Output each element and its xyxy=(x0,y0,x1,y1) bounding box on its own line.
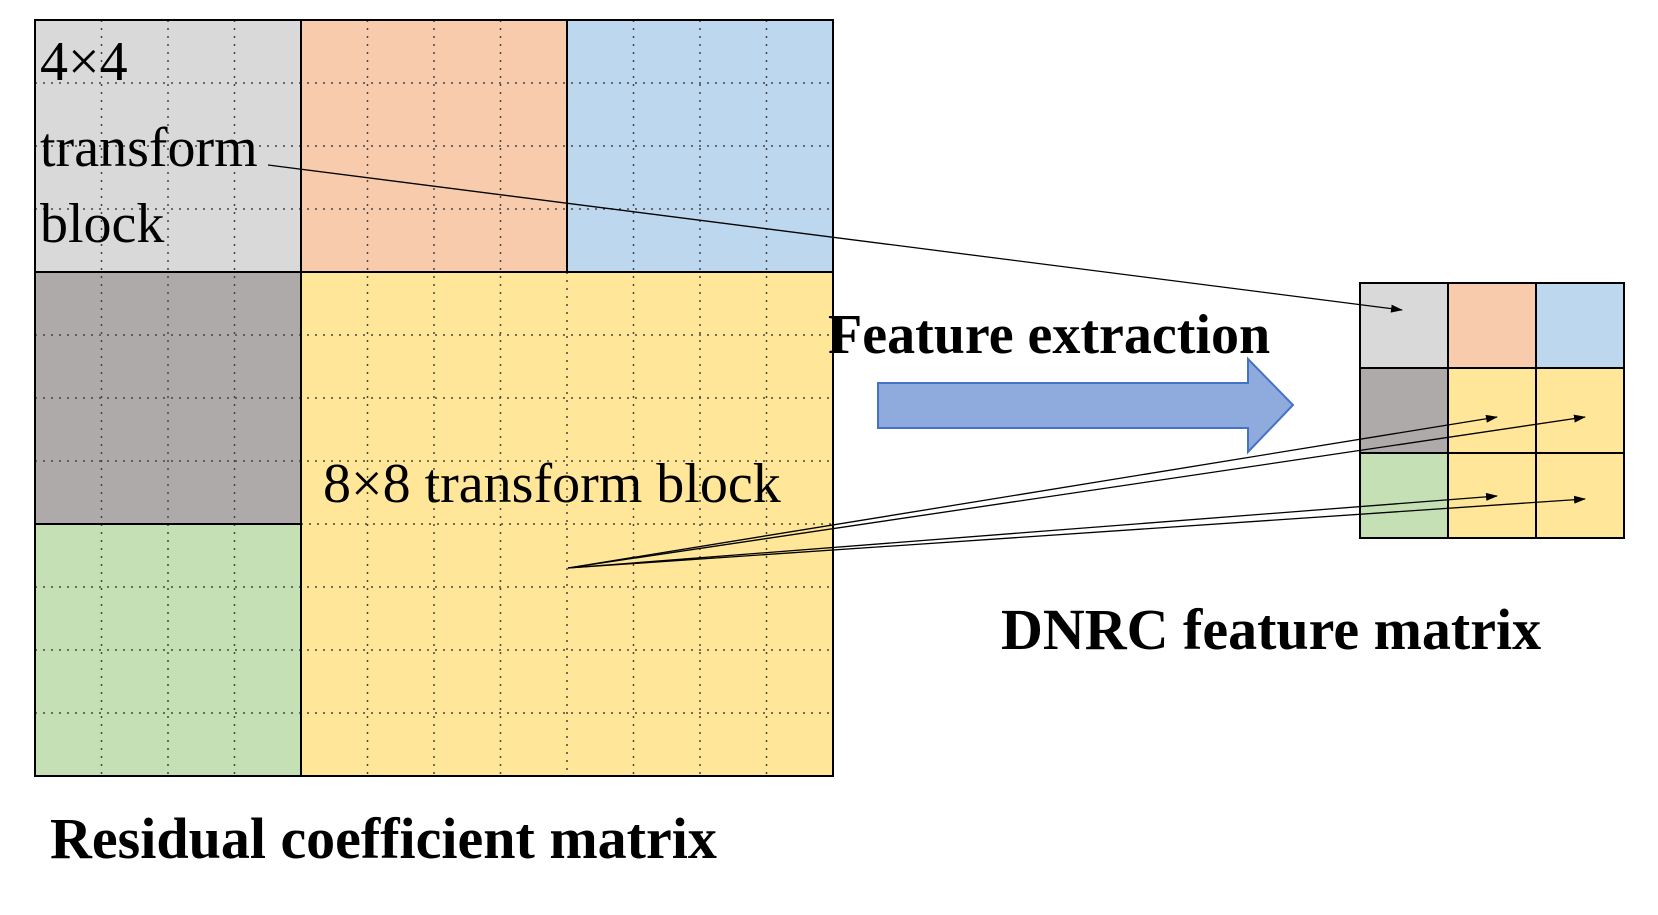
feature-cell-3-2 xyxy=(1448,453,1536,538)
feature-cell-1-2 xyxy=(1448,283,1536,368)
block-4x4-middle-left xyxy=(35,272,301,524)
mapping-arrow-8x8-c xyxy=(567,492,1498,569)
feature-cell-2-3 xyxy=(1536,368,1624,453)
feature-cell-3-1 xyxy=(1360,453,1448,538)
mapping-arrow-8x8-a xyxy=(567,414,1498,569)
feature-cell-2-2 xyxy=(1448,368,1536,453)
mapping-arrow-4x4 xyxy=(267,164,1403,313)
block-8x8-label: 8×8 transform block xyxy=(323,453,781,515)
block-arrow-icon xyxy=(877,356,1295,455)
feature-extraction-label: Feature extraction xyxy=(828,304,1270,366)
block-4x4-label-line-2: transform xyxy=(40,117,258,179)
feature-cell-2-1 xyxy=(1360,368,1448,453)
mapping-arrow-8x8-b xyxy=(567,414,1586,569)
block-4x4-label-line-3: block xyxy=(40,193,164,255)
dnrc-feature-matrix: DNRC feature matrix xyxy=(1001,282,1625,662)
feature-cell-1-3 xyxy=(1536,283,1624,368)
block-borders xyxy=(34,19,834,777)
dotted-grid xyxy=(35,20,833,776)
feature-cell-1-1 xyxy=(1360,283,1448,368)
residual-matrix-caption: Residual coefficient matrix xyxy=(50,806,717,871)
mapping-arrows xyxy=(267,164,1586,569)
block-4x4-label-line-1: 4×4 xyxy=(40,31,128,93)
feature-cell-3-3 xyxy=(1536,453,1624,538)
residual-coefficient-matrix: 4×4 transform block 8×8 transform block … xyxy=(34,19,834,871)
block-4x4-top-left xyxy=(35,20,301,272)
block-4x4-bottom-left xyxy=(35,524,301,776)
dnrc-matrix-caption: DNRC feature matrix xyxy=(1001,597,1541,662)
mapping-arrow-8x8-d xyxy=(567,495,1586,569)
block-4x4-label: 4×4 transform block xyxy=(40,31,272,255)
block-4x4-top-middle xyxy=(301,20,567,272)
feature-extraction-arrow: Feature extraction xyxy=(828,304,1295,455)
feature-matrix-grid xyxy=(1359,282,1625,539)
